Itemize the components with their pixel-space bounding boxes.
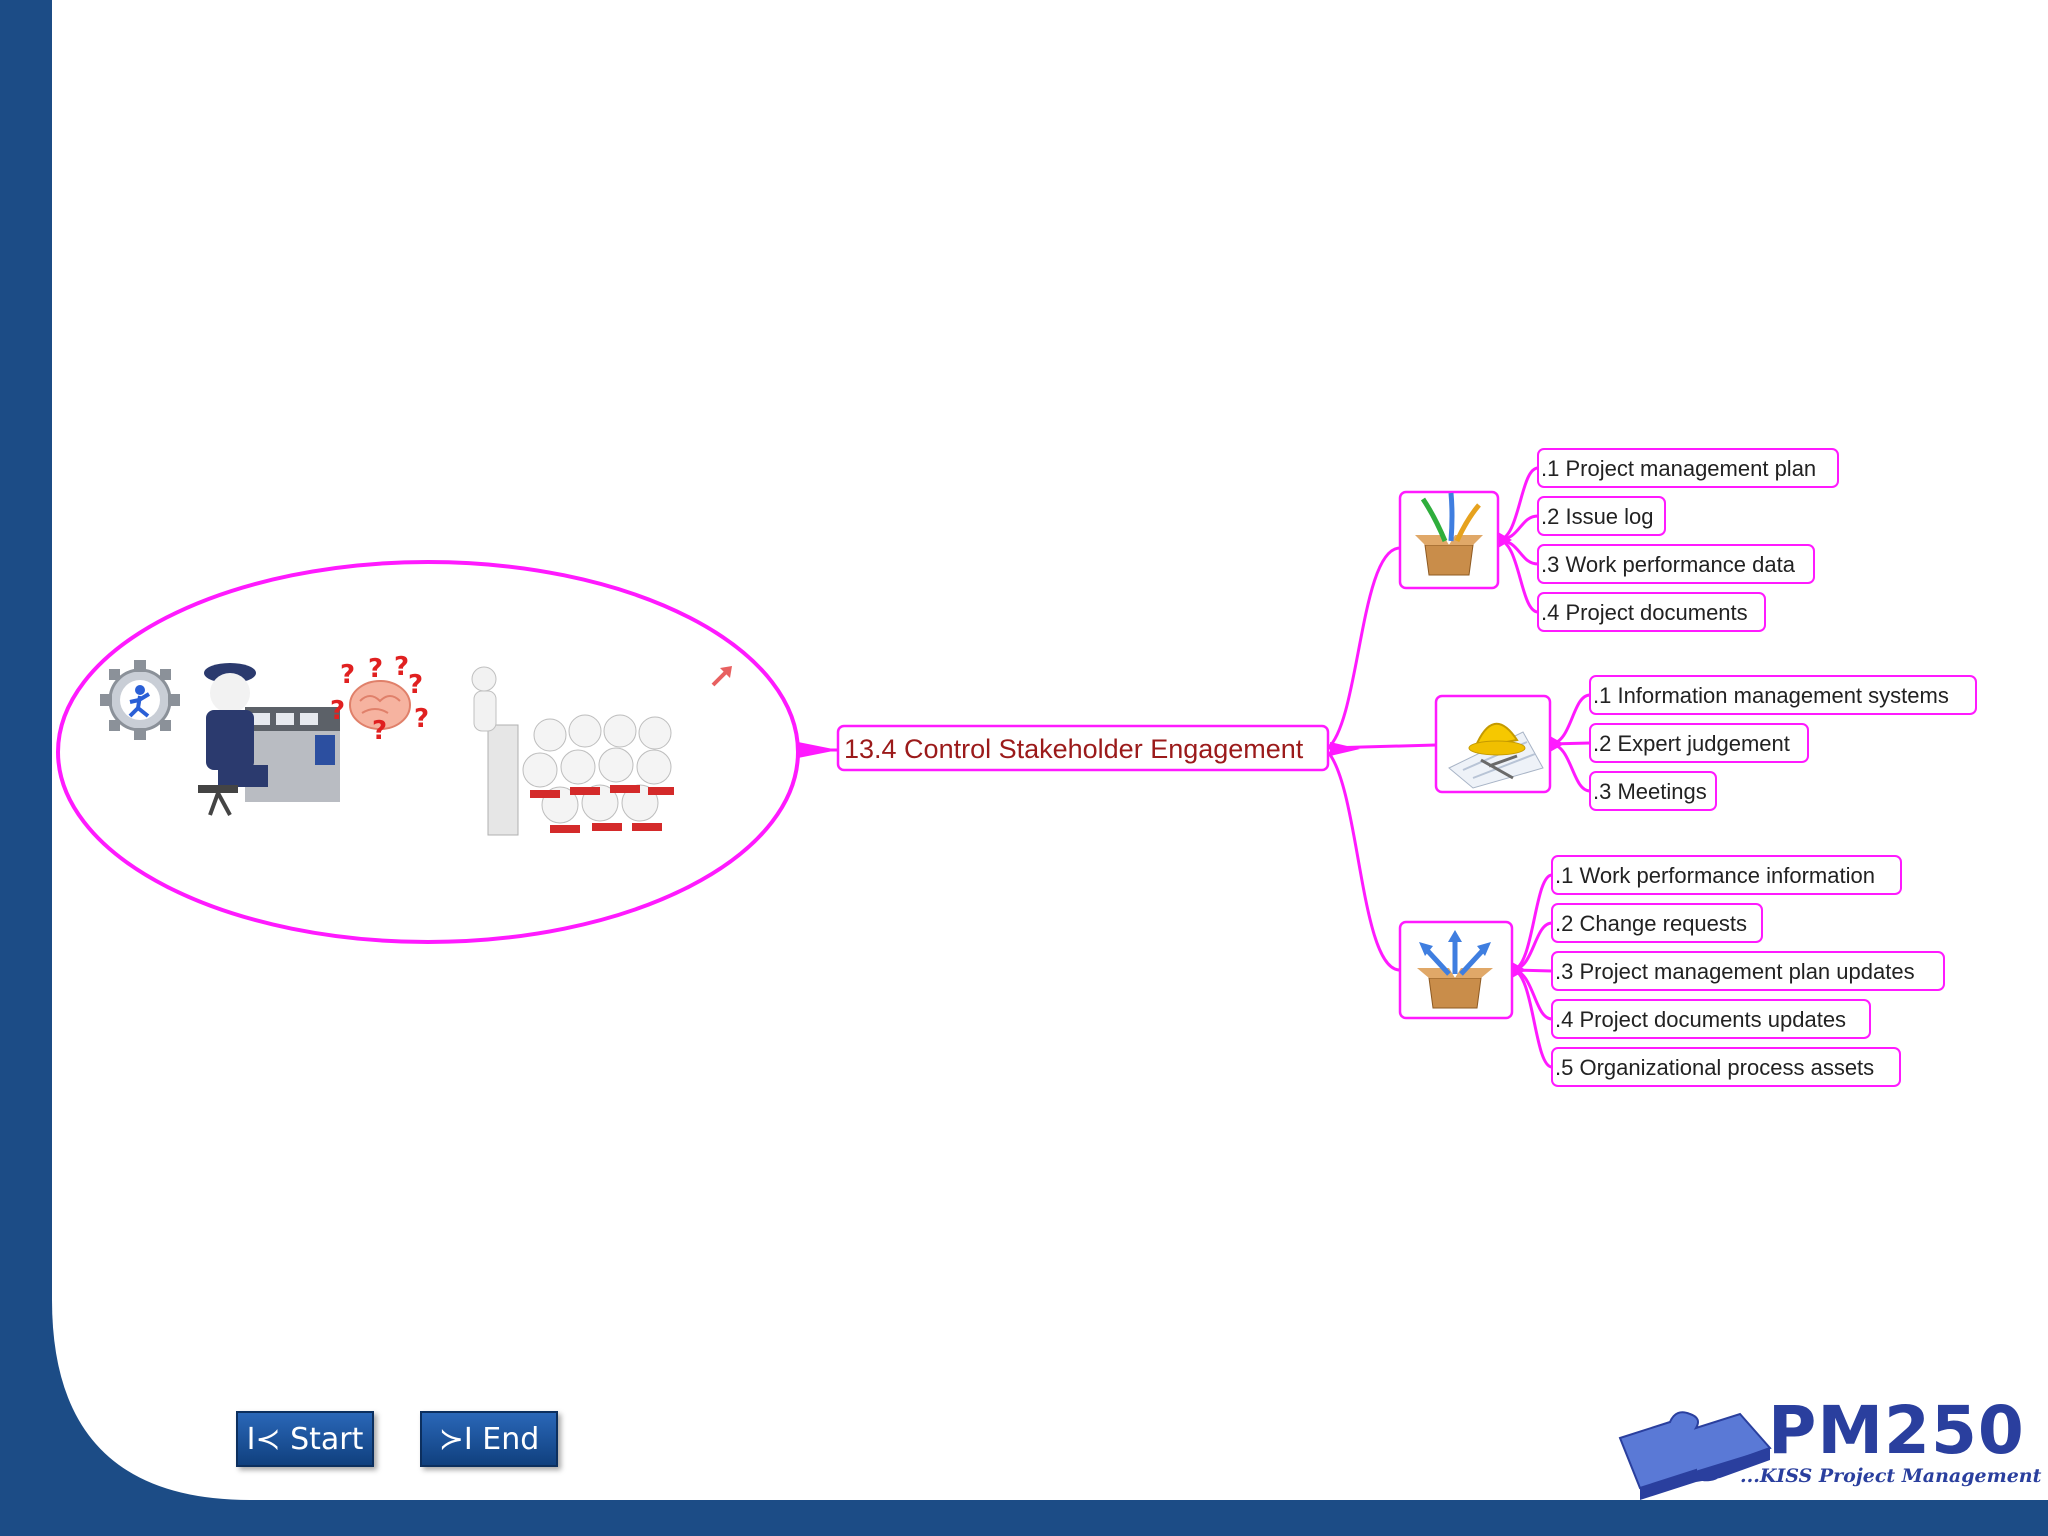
svg-text:?: ? bbox=[340, 660, 355, 690]
logo-name: PM250 bbox=[1768, 1392, 2025, 1469]
svg-text:.2 Change requests: .2 Change requests bbox=[1555, 911, 1747, 936]
puzzle-logo-icon bbox=[1618, 1411, 1772, 1500]
tool-item: .1 Information management systems bbox=[1589, 675, 1977, 715]
svg-text:?: ? bbox=[394, 652, 409, 682]
svg-text:?: ? bbox=[414, 704, 429, 734]
tool-item: .2 Expert judgement bbox=[1589, 723, 1809, 763]
svg-text:.1 Project management plan: .1 Project management plan bbox=[1541, 456, 1816, 481]
brain-questions-icon: ???? ??? bbox=[330, 652, 429, 746]
start-button[interactable]: I≺ Start bbox=[236, 1411, 374, 1467]
svg-text:.4 Project documents: .4 Project documents bbox=[1541, 600, 1748, 625]
output-item: .5 Organizational process assets bbox=[1551, 1047, 1901, 1087]
tools-items: .1 Information management systems .2 Exp… bbox=[1589, 675, 1977, 811]
central-node: 13.4 Control Stakeholder Engagement bbox=[836, 724, 1330, 772]
svg-text:.3 Work performance data: .3 Work performance data bbox=[1541, 552, 1796, 577]
svg-text:.3 Meetings: .3 Meetings bbox=[1593, 779, 1707, 804]
connectors bbox=[798, 466, 1591, 1069]
svg-text:?: ? bbox=[408, 670, 423, 700]
inputs-items: .1 Project management plan .2 Issue log … bbox=[1537, 448, 1839, 632]
tool-item: .3 Meetings bbox=[1589, 771, 1717, 811]
svg-text:.4 Project documents updates: .4 Project documents updates bbox=[1555, 1007, 1846, 1032]
output-item: .2 Change requests bbox=[1551, 903, 1763, 943]
outputs-group: .1 Work performance information .2 Chang… bbox=[1398, 855, 1945, 1087]
output-item: .3 Project management plan updates bbox=[1551, 951, 1945, 991]
illustration-ellipse bbox=[56, 560, 800, 944]
inputs-group: .1 Project management plan .2 Issue log … bbox=[1398, 448, 1839, 632]
output-item: .4 Project documents updates bbox=[1551, 999, 1871, 1039]
input-item: .3 Work performance data bbox=[1537, 544, 1815, 584]
svg-text:.3 Project management plan upd: .3 Project management plan updates bbox=[1555, 959, 1915, 984]
svg-text:.2 Issue log: .2 Issue log bbox=[1541, 504, 1654, 529]
svg-text:.1 Work performance informatio: .1 Work performance information bbox=[1555, 863, 1875, 888]
hardhat-blueprint-icon bbox=[1448, 722, 1544, 789]
svg-text:.1 Information management syst: .1 Information management systems bbox=[1593, 683, 1949, 708]
arrow-up-right-icon bbox=[711, 666, 732, 687]
end-button[interactable]: ≻I End bbox=[420, 1411, 558, 1467]
central-node-label: 13.4 Control Stakeholder Engagement bbox=[844, 734, 1304, 764]
input-item: .1 Project management plan bbox=[1537, 448, 1839, 488]
box-with-arrows-out-icon bbox=[1417, 930, 1493, 1009]
input-item: .2 Issue log bbox=[1537, 496, 1666, 536]
logo-tagline: ...KISS Project Management bbox=[1740, 1465, 2042, 1487]
outputs-items: .1 Work performance information .2 Chang… bbox=[1551, 855, 1945, 1087]
box-with-arrows-in-icon bbox=[1415, 492, 1483, 576]
input-item: .4 Project documents bbox=[1537, 592, 1766, 632]
illustration-group: ???? ??? bbox=[56, 560, 800, 944]
tools-group: .1 Information management systems .2 Exp… bbox=[1434, 675, 1977, 811]
svg-text:?: ? bbox=[368, 654, 383, 684]
svg-text:?: ? bbox=[372, 716, 387, 746]
svg-text:.2 Expert judgement: .2 Expert judgement bbox=[1593, 731, 1790, 756]
gear-runner-icon bbox=[100, 660, 180, 740]
output-item: .1 Work performance information bbox=[1551, 855, 1902, 895]
svg-text:?: ? bbox=[330, 696, 345, 726]
svg-text:.5 Organizational process asse: .5 Organizational process assets bbox=[1555, 1055, 1874, 1080]
presenter-audience-icon bbox=[471, 666, 674, 836]
control-officer-desk-icon bbox=[198, 663, 340, 816]
